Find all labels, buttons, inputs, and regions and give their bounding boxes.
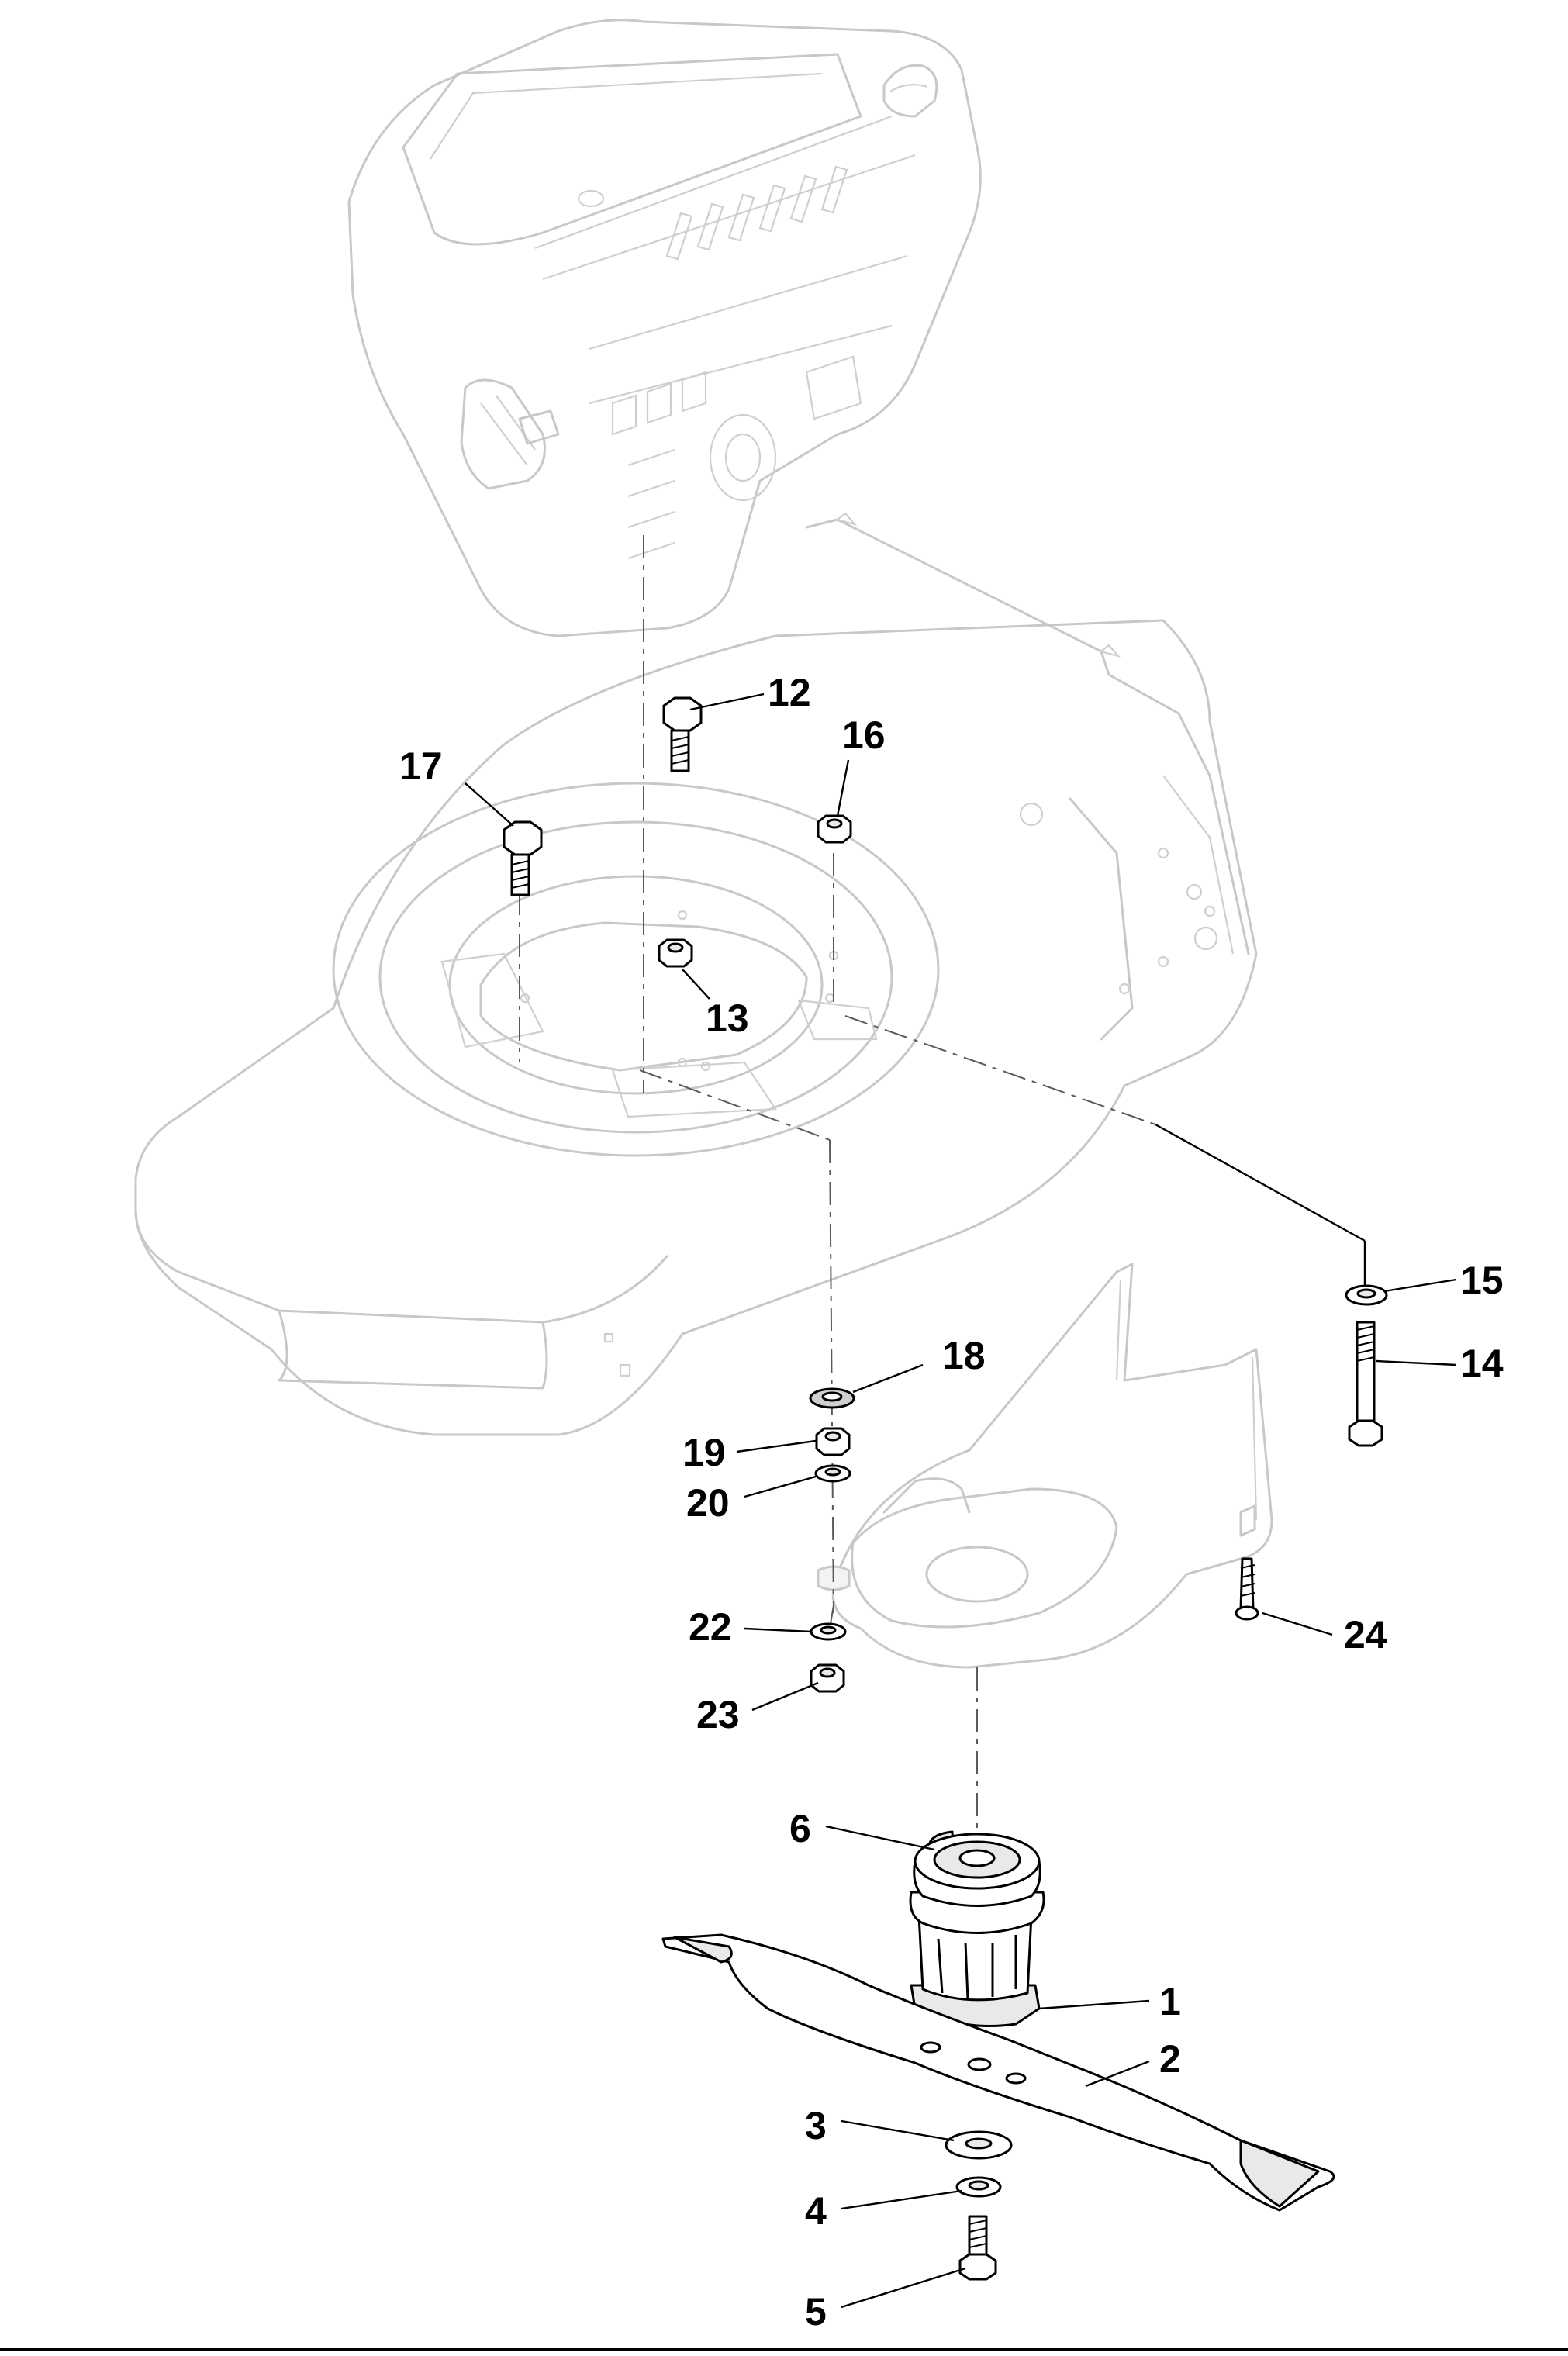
callout-2: 2	[1159, 2037, 1181, 2081]
callout-3: 3	[805, 2104, 827, 2147]
callout-16: 16	[842, 713, 886, 757]
callout-14: 14	[1460, 1342, 1504, 1385]
callout-labels: 1 2 3 4 5 6 12 13 14 15 16 17 18 19 20 2…	[399, 671, 1504, 2334]
callout-4: 4	[805, 2189, 827, 2233]
callout-23: 23	[696, 1693, 740, 1736]
screw-24	[1235, 1557, 1259, 1621]
washer-20	[814, 1464, 851, 1483]
deflector-ghost-drawing	[817, 1263, 1273, 1669]
callout-24: 24	[1344, 1613, 1387, 1656]
callout-6: 6	[789, 1807, 811, 1850]
callout-12: 12	[768, 671, 811, 714]
nut-19	[815, 1427, 851, 1456]
callout-17: 17	[399, 744, 443, 788]
washer-4	[955, 2176, 1002, 2198]
assembly-centerlines	[519, 535, 1366, 1861]
washer-3	[945, 2130, 1013, 2160]
callout-18: 18	[942, 1334, 986, 1377]
washer-22	[810, 1622, 847, 1641]
washer-15	[1345, 1284, 1388, 1306]
nut-13	[658, 938, 693, 968]
blade-bolt-5	[958, 2215, 997, 2281]
blade-2	[661, 1933, 1335, 2212]
callout-15: 15	[1460, 1259, 1504, 1302]
callout-5: 5	[805, 2290, 827, 2334]
callout-1: 1	[1159, 1980, 1181, 2023]
deck-ghost-drawing	[134, 512, 1258, 1436]
nut-23	[810, 1663, 845, 1693]
bolt-14	[1348, 1321, 1383, 1447]
bolt-12	[662, 696, 703, 772]
nut-16	[817, 814, 852, 844]
lock-washer-18	[809, 1387, 855, 1409]
callout-22: 22	[689, 1605, 732, 1649]
callout-leader-lines	[465, 693, 1457, 2309]
callout-19: 19	[682, 1431, 726, 1474]
callout-13: 13	[706, 997, 749, 1040]
engine-ghost-drawing	[347, 19, 982, 637]
bolt-17	[503, 820, 543, 896]
blade-hub-1	[909, 1833, 1045, 2027]
callout-20: 20	[686, 1481, 730, 1525]
